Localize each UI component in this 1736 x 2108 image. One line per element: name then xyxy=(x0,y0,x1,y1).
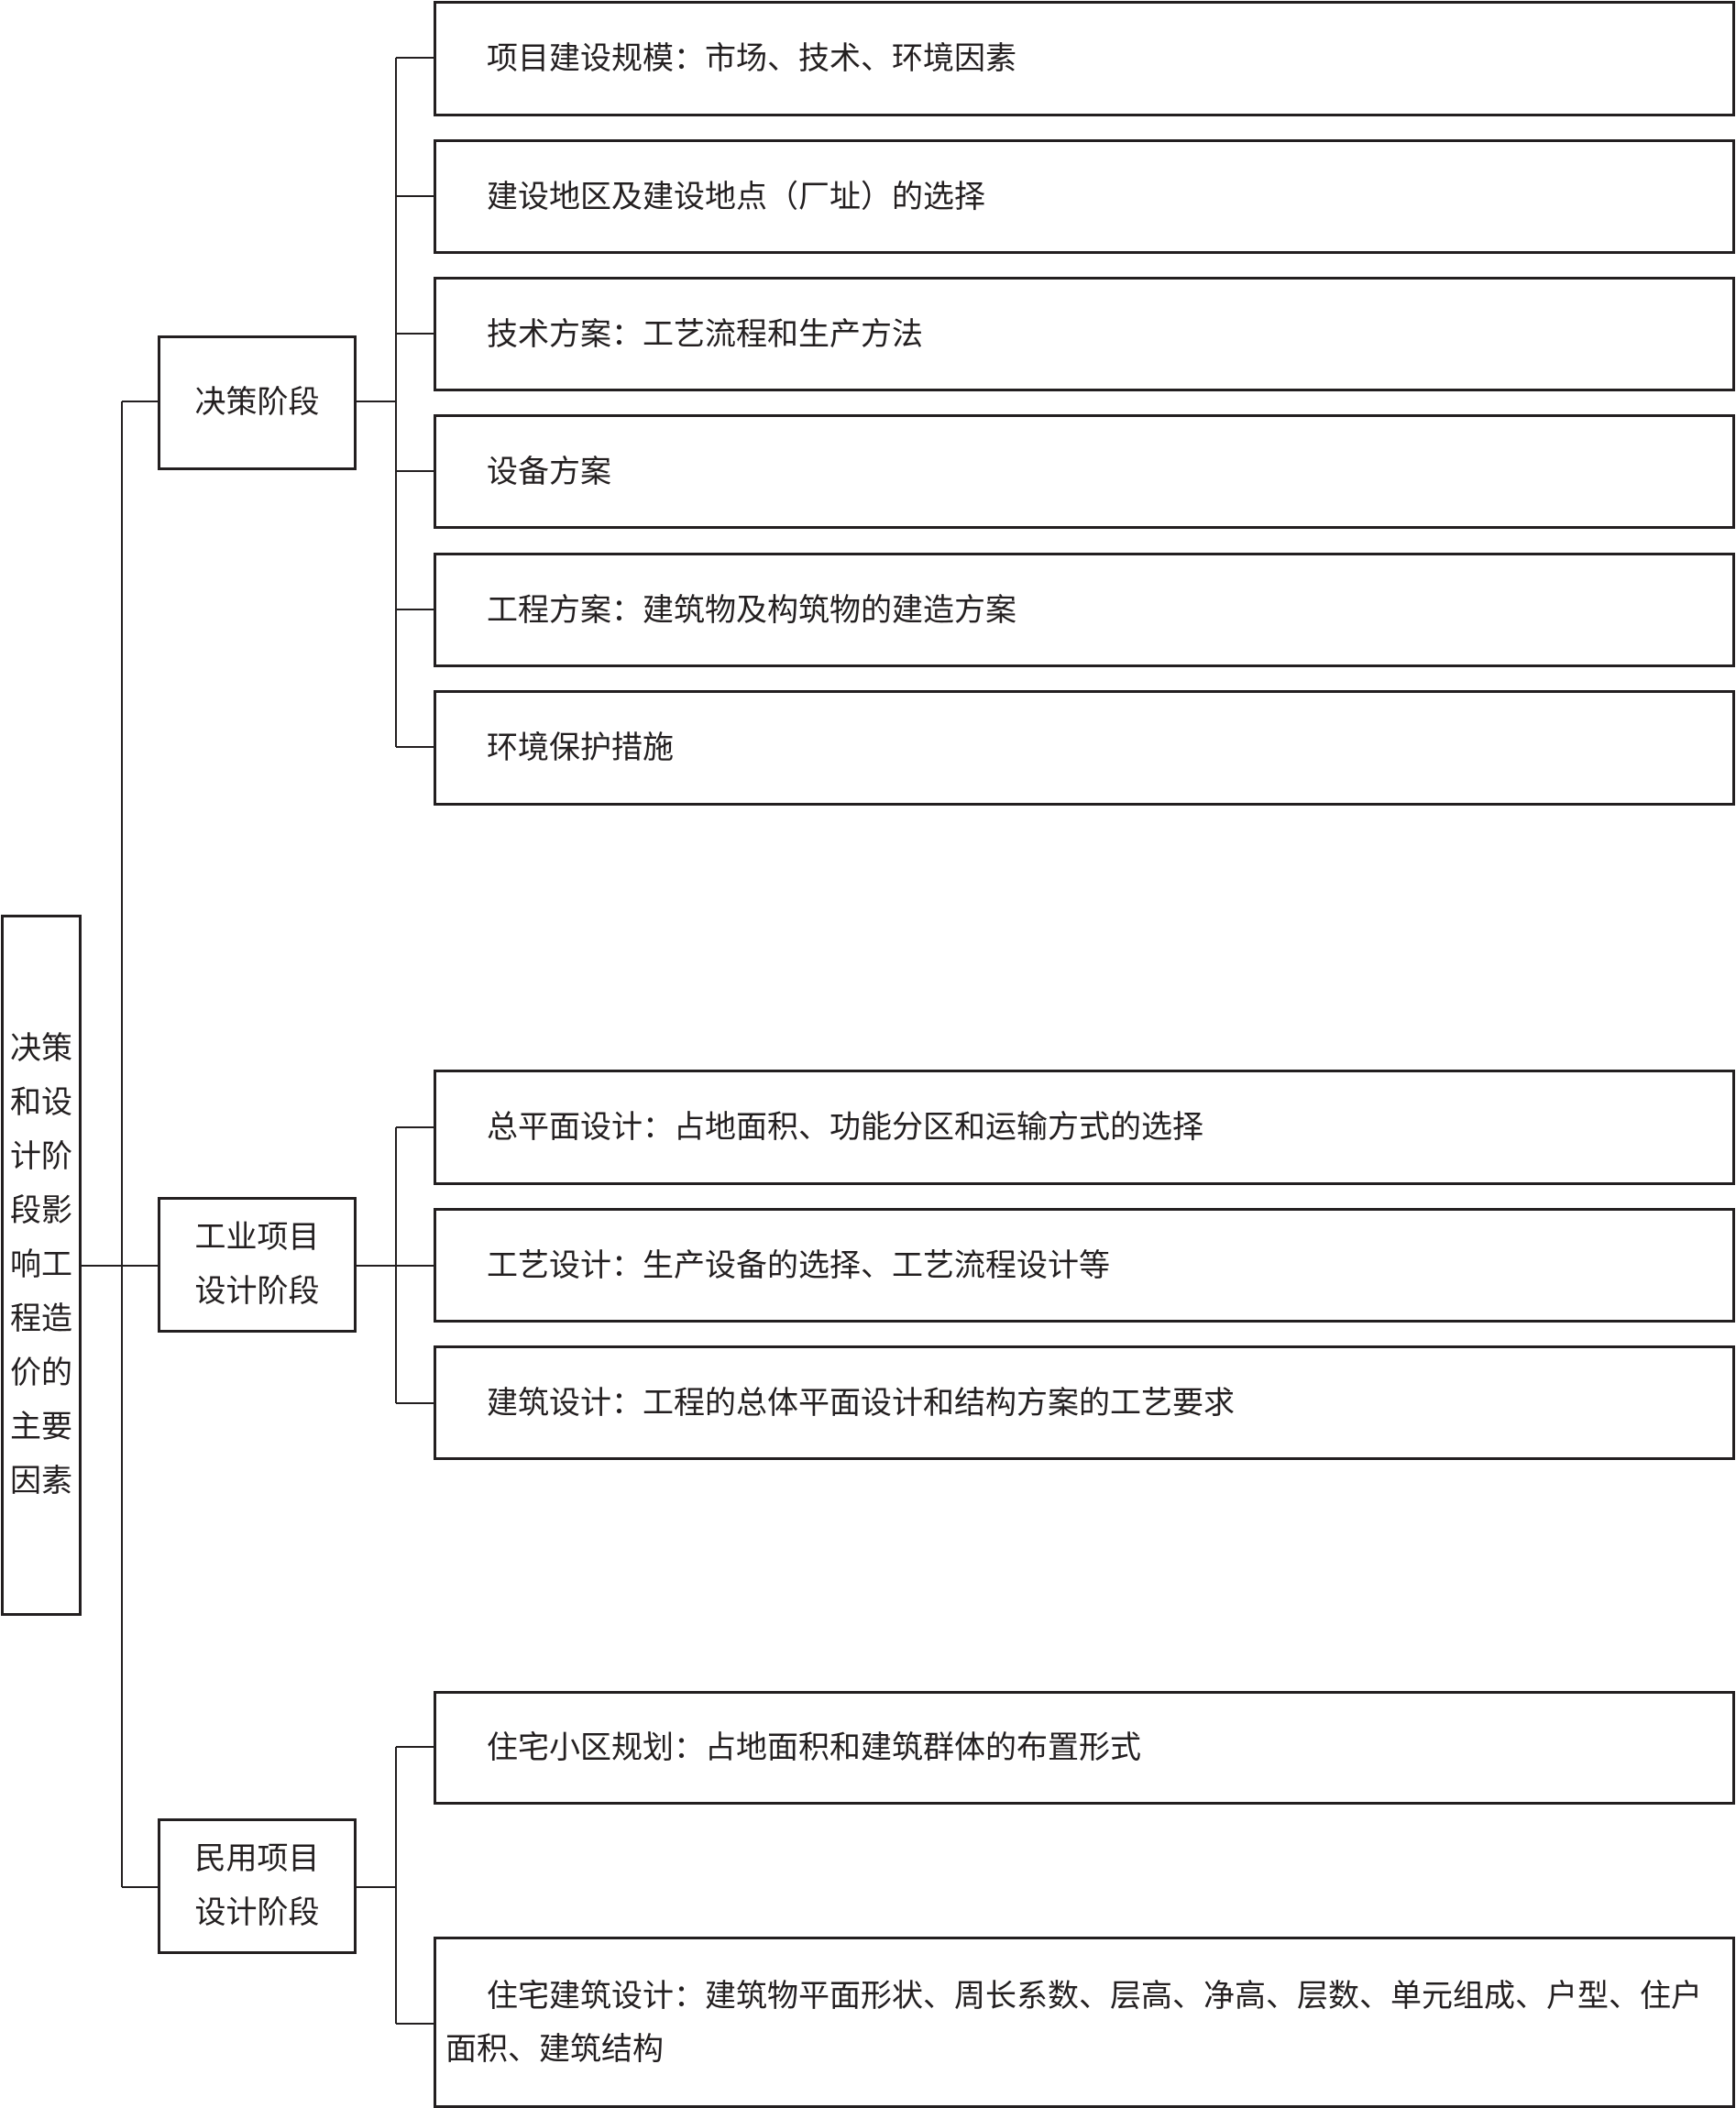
factor-box: 项目建设规模：市场、技术、环境因素 xyxy=(434,1,1735,116)
factor-text: 工程方案：建筑物及构筑物的建造方案 xyxy=(487,591,1016,629)
factor-text: 项目建设规模：市场、技术、环境因素 xyxy=(487,40,1016,77)
factor-text: 总平面设计：占地面积、功能分区和运输方式的选择 xyxy=(487,1109,1203,1146)
factor-box: 环境保护措施 xyxy=(434,690,1735,806)
factor-box: 建筑设计：工程的总体平面设计和结构方案的工艺要求 xyxy=(434,1345,1735,1460)
stage-civil-design: 民用项目设计阶段 xyxy=(158,1818,357,1954)
factor-text: 住宅小区规划：占地面积和建筑群体的布置形式 xyxy=(487,1729,1141,1766)
factor-text: 环境保护措施 xyxy=(487,730,674,766)
factor-text: 住宅建筑设计：建筑物平面形状、周长系数、层高、净高、层数、单元组成、户型、住户面… xyxy=(445,1977,1702,2068)
factor-text: 建筑设计：工程的总体平面设计和结构方案的工艺要求 xyxy=(487,1384,1235,1422)
factor-box: 技术方案：工艺流程和生产方法 xyxy=(434,277,1735,391)
factor-box: 设备方案 xyxy=(434,414,1735,529)
factor-text: 建设地区及建设地点（厂址）的选择 xyxy=(487,178,985,215)
factor-box: 工艺设计：生产设备的选择、工艺流程设计等 xyxy=(434,1208,1735,1323)
root-node: 决策和设计阶段影响工程造价的主要因素 xyxy=(1,915,82,1616)
factor-box: 住宅建筑设计：建筑物平面形状、周长系数、层高、净高、层数、单元组成、户型、住户面… xyxy=(434,1937,1735,2108)
stage-decision: 决策阶段 xyxy=(158,335,357,470)
stage-label: 决策阶段 xyxy=(194,384,320,421)
factor-box: 建设地区及建设地点（厂址）的选择 xyxy=(434,139,1735,254)
stage-industrial-design: 工业项目设计阶段 xyxy=(158,1197,357,1333)
factor-text: 工艺设计：生产设备的选择、工艺流程设计等 xyxy=(487,1246,1110,1284)
factor-text: 技术方案：工艺流程和生产方法 xyxy=(487,315,923,353)
factor-text: 设备方案 xyxy=(487,453,611,490)
factor-box: 住宅小区规划：占地面积和建筑群体的布置形式 xyxy=(434,1691,1735,1805)
stage-label: 民用项目设计阶段 xyxy=(194,1840,320,1931)
stage-label: 工业项目设计阶段 xyxy=(194,1219,320,1310)
root-label: 决策和设计阶段影响工程造价的主要因素 xyxy=(10,1030,72,1499)
factor-box: 总平面设计：占地面积、功能分区和运输方式的选择 xyxy=(434,1070,1735,1185)
factor-box: 工程方案：建筑物及构筑物的建造方案 xyxy=(434,553,1735,667)
